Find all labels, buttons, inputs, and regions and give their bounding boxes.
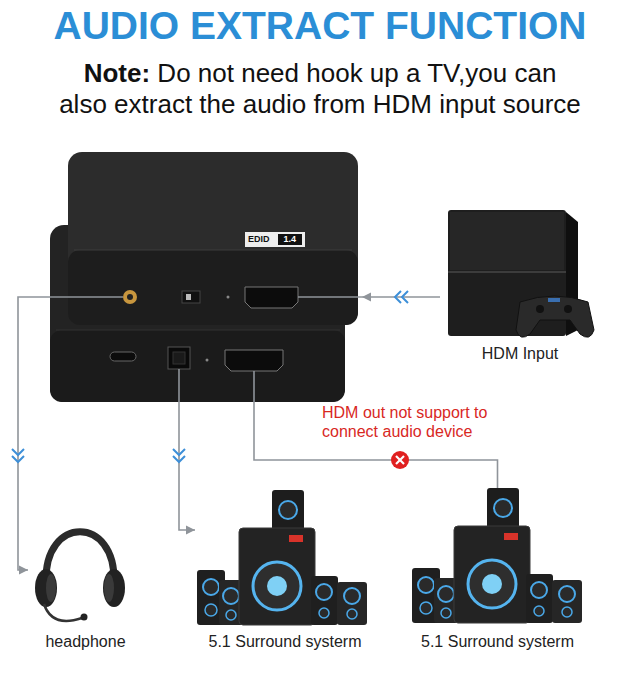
device-caption: HDM Input bbox=[482, 344, 558, 363]
arrow-head bbox=[19, 566, 28, 575]
surround-speaker-system: 5.1 Surround systerm bbox=[410, 488, 585, 653]
note-text: Note:Do not need hook up a TV,you can al… bbox=[57, 58, 583, 120]
connector-line bbox=[179, 402, 195, 530]
speaker-illustration bbox=[197, 488, 582, 625]
surround-speaker-system: 5.1 Surround systerm bbox=[195, 488, 375, 653]
arrow-head bbox=[362, 293, 371, 302]
game-console: HDM Input bbox=[440, 205, 600, 365]
connector bbox=[18, 297, 48, 575]
edid-badge: EDID 1.4 bbox=[245, 232, 305, 247]
device-caption: headphone bbox=[45, 632, 125, 651]
extractor-illustration bbox=[48, 152, 362, 402]
title: AUDIO EXTRACT FUNCTION bbox=[0, 4, 640, 48]
edid-version: 1.4 bbox=[278, 234, 303, 245]
device-caption: 5.1 Surround systerm bbox=[209, 632, 362, 651]
connector-line bbox=[18, 297, 48, 570]
note-heading: Note: bbox=[84, 58, 150, 88]
connector bbox=[179, 402, 195, 535]
arrow-head bbox=[186, 526, 195, 535]
console-illustration bbox=[448, 210, 594, 337]
headphone-illustration bbox=[35, 532, 125, 621]
hdmi-audio-extractor: EDID 1.4 bbox=[48, 150, 362, 402]
not-supported-mark bbox=[391, 451, 409, 469]
edid-label: EDID bbox=[248, 234, 270, 245]
device-caption: 5.1 Surround systerm bbox=[421, 632, 574, 651]
warning-note: HDM out not support to connect audio dev… bbox=[322, 403, 504, 441]
headphone: headphone bbox=[28, 505, 143, 653]
